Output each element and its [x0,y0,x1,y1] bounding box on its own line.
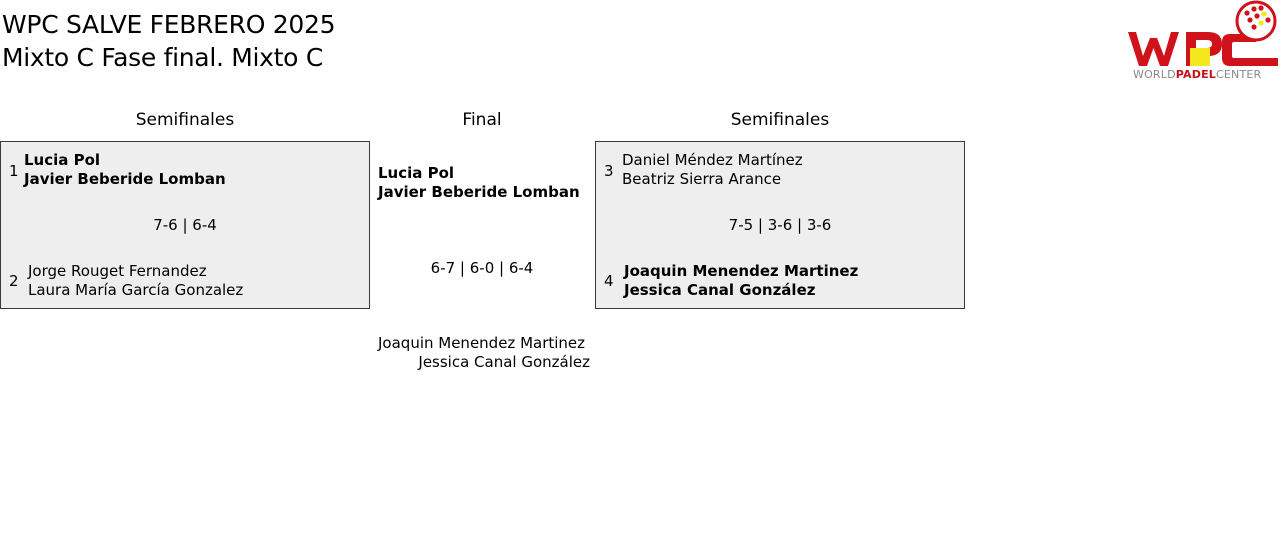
wpc-logo-text: WORLDPADELCENTER [1133,68,1261,81]
right-semifinal-match[interactable]: 3 Daniel Méndez Martínez Beatriz Sierra … [595,141,965,309]
team-seed: 3 [604,162,614,180]
left-semifinal-score: 7-6 | 6-4 [153,216,217,234]
player-name: Laura María García Gonzalez [28,281,244,299]
player-name: Jessica Canal González [624,281,816,299]
page-title: WPC SALVE FEBRERO 2025 Mixto C Fase fina… [2,8,335,74]
round-title-final: Final [462,110,502,130]
team-seed: 4 [604,272,614,290]
left-semifinal-team1[interactable]: Lucia Pol Javier Beberide Lomban [24,151,226,189]
title-line-1: WPC SALVE FEBRERO 2025 [2,10,336,39]
logo-text-center: CENTER [1216,68,1262,81]
player-name: Joaquin Menendez Martinez [378,334,586,352]
logo-text-world: WORLD [1133,68,1176,81]
player-name: Lucia Pol [24,151,101,169]
wpc-logo: WORLDPADELCENTER [1126,0,1280,84]
final-team1[interactable]: Lucia Pol Javier Beberide Lomban [378,164,580,202]
round-title-right-semifinals: Semifinales [730,110,830,130]
right-semifinal-team2[interactable]: Joaquin Menendez Martinez Jessica Canal … [624,262,858,300]
player-name: Jessica Canal González [418,353,590,371]
team-seed: 1 [9,162,19,180]
player-name: Jorge Rouget Fernandez [28,262,207,280]
right-semifinal-team1[interactable]: Daniel Méndez Martínez Beatriz Sierra Ar… [622,151,803,189]
player-name: Daniel Méndez Martínez [622,151,803,169]
player-name: Joaquin Menendez Martinez [624,262,859,280]
final-team2[interactable]: Joaquin Menendez Martinez Jessica Canal … [378,334,590,372]
round-title-left-semifinals: Semifinales [135,110,235,130]
left-semifinal-team2[interactable]: Jorge Rouget Fernandez Laura María Garcí… [28,262,243,300]
wpc-logo-mark [1128,0,1278,66]
player-name: Beatriz Sierra Arance [622,170,782,188]
player-name: Javier Beberide Lomban [24,170,226,188]
player-name: Javier Beberide Lomban [378,183,580,201]
player-name: Lucia Pol [378,164,455,182]
logo-text-padel: PADEL [1175,68,1217,81]
team-seed: 2 [9,272,19,290]
final-score: 6-7 | 6-0 | 6-4 [430,259,534,277]
left-semifinal-match[interactable]: 1 Lucia Pol Javier Beberide Lomban 7-6 |… [0,141,370,309]
right-semifinal-score: 7-5 | 3-6 | 3-6 [728,216,832,234]
title-line-2: Mixto C Fase final. Mixto C [2,43,323,72]
